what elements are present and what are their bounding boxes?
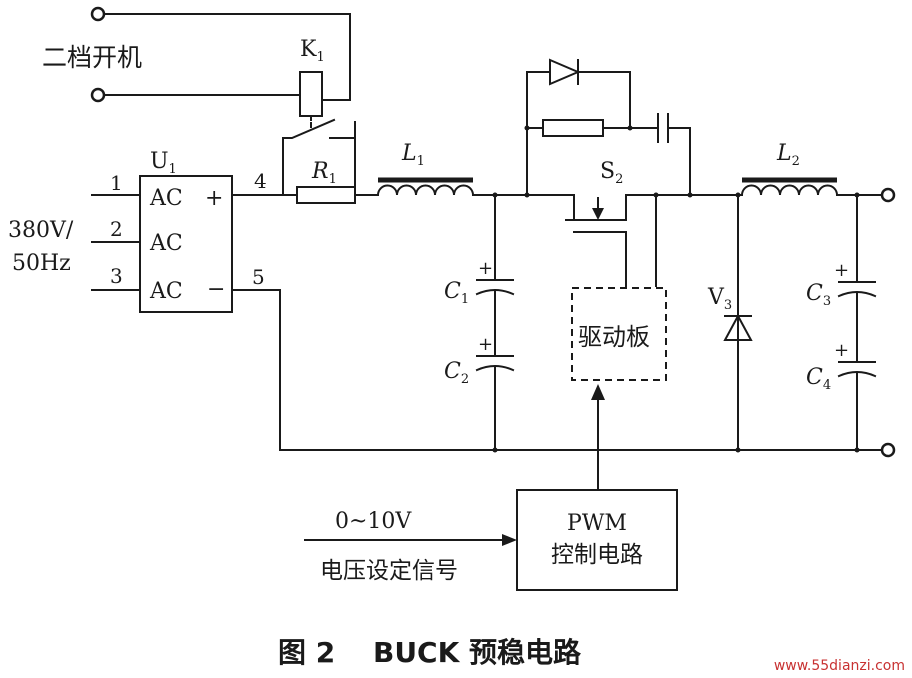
inductor-l2: L2 (737, 141, 896, 203)
pin-5: 5 (252, 265, 265, 289)
pin-4: 4 (254, 169, 267, 193)
cap-c3-label: C3 (806, 281, 831, 309)
inductor-l1 (376, 184, 475, 197)
input-frequency: 50Hz (12, 251, 71, 276)
dc-plus-label: + (205, 186, 223, 211)
positive-rail: 4 R1 L1 (231, 141, 575, 204)
return-rail: 5 (231, 265, 896, 458)
relay-k1: K1 (282, 37, 356, 196)
pwm-subtitle: 控制电路 (551, 542, 643, 568)
cap-c1-plus: + (478, 258, 493, 279)
setpoint-label: 电压设定信号 (320, 558, 458, 584)
switch-terminal-bottom (90, 87, 106, 103)
setpoint-range: 0~10V (335, 509, 412, 534)
ac-pin-2-label: AC (149, 231, 183, 256)
switch-s2: S2 (565, 159, 739, 287)
resistor-r1-label: R1 (311, 159, 337, 187)
input-voltage: 380V/ (8, 218, 74, 243)
inductor-l1-label: L1 (401, 141, 425, 169)
freewheel-diode-v3: V3 (707, 192, 753, 451)
pin-3: 3 (110, 264, 123, 288)
snubber-resistor (542, 119, 604, 137)
ac-pin-1-label: AC (149, 186, 183, 211)
diode-symbol (723, 313, 753, 341)
input-capacitors: + + C1 C2 (444, 194, 515, 451)
rectifier-box (139, 175, 233, 313)
driver-board-box (571, 287, 667, 381)
figure-caption: 图 2 BUCK 预稳电路 (278, 636, 582, 669)
cap-c4-plus: + (834, 340, 849, 361)
output-terminal-positive (880, 187, 896, 203)
power-switch-terminals: 二档开机 (42, 6, 351, 103)
watermark: www.55dianzi.com (774, 658, 905, 674)
pin-2: 2 (110, 217, 123, 241)
ac-pin-3-label: AC (149, 279, 183, 304)
pwm-box (516, 489, 678, 591)
cap-c2-label: C2 (444, 359, 469, 387)
rectifier-u1: U1 AC AC AC + − 1 2 3 380V/ 50Hz (8, 149, 233, 313)
switch-terminal-top (90, 6, 106, 22)
snubber-network (524, 58, 691, 196)
cap-c1-label: C1 (444, 279, 469, 307)
switch-s2-label: S2 (600, 159, 623, 187)
diode-v3-label: V3 (707, 285, 732, 313)
relay-label: K1 (300, 37, 325, 65)
dc-minus-label: − (207, 277, 225, 302)
cap-c3-plus: + (834, 260, 849, 281)
resistor-r1 (296, 186, 356, 204)
output-terminal-negative (880, 442, 896, 458)
snubber-diode (549, 58, 581, 86)
output-capacitors: + + C3 C4 (806, 194, 877, 451)
pin-1: 1 (110, 171, 123, 195)
switch-caption: 二档开机 (42, 43, 142, 72)
rectifier-label: U1 (150, 149, 177, 177)
driver-board-label: 驱动板 (578, 323, 650, 351)
cap-c4-label: C4 (806, 365, 831, 393)
cap-c2-plus: + (478, 334, 493, 355)
pwm-control: PWM 控制电路 0~10V 电压设定信号 (304, 489, 678, 591)
inductor-l2-label: L2 (776, 141, 800, 169)
driver-board: 驱动板 (571, 287, 667, 491)
relay-coil (299, 71, 323, 117)
pwm-title: PWM (567, 511, 627, 536)
